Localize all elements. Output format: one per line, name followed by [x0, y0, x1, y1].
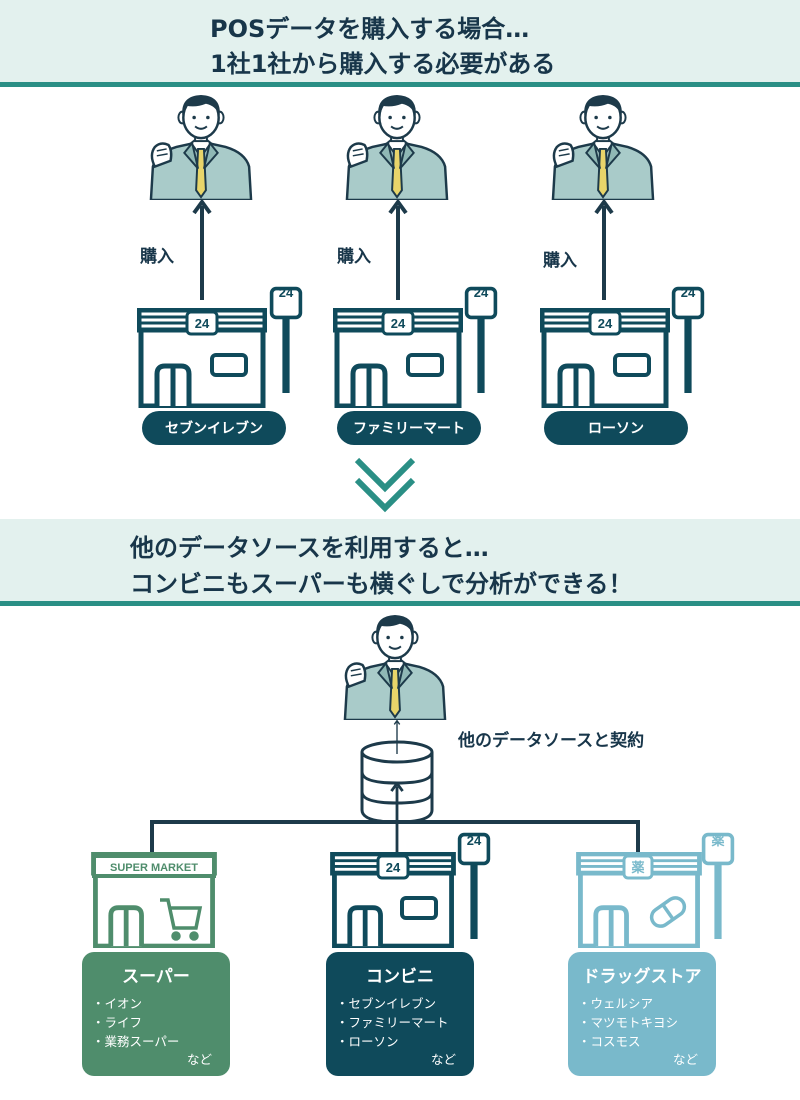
category-list: ・イオン ・ライフ ・業務スーパー — [92, 994, 179, 1051]
category-etc: など — [186, 1052, 212, 1067]
list-item: ・コスモス — [578, 1034, 641, 1049]
chevron-down-icon — [354, 457, 416, 513]
convenience-awning-sign-text: 24 — [386, 860, 401, 875]
top-banner-line1: POSデータを購入する場合… — [210, 15, 530, 43]
pill-icon — [649, 896, 687, 928]
convenience-store-pole — [460, 835, 489, 939]
pole-sign-text-3: 24 — [681, 285, 696, 300]
category-title: スーパー — [122, 967, 190, 987]
list-item: ・ファミリーマート — [336, 1015, 449, 1030]
connector-lines — [150, 820, 640, 852]
list-item: ・イオン — [92, 996, 143, 1011]
top-banner-rule — [0, 82, 800, 87]
store-pole-3 — [674, 289, 703, 393]
store-name-lawson: ローソン — [544, 411, 688, 445]
list-item: ・セブンイレブン — [336, 996, 437, 1011]
awning-sign-text-2: 24 — [391, 316, 406, 331]
category-card-drugstore: ドラッグストア ・ウェルシア ・マツモトキヨシ ・コスモス など — [568, 952, 716, 1076]
top-banner-line2: 1社1社から購入する必要がある — [210, 50, 556, 78]
awning-sign-2 — [381, 310, 415, 336]
supermarket-sign — [92, 854, 216, 878]
category-card-convenience: コンビニ ・セブンイレブン ・ファミリーマート ・ローソン など — [326, 952, 474, 1076]
store-window-2 — [406, 353, 444, 377]
list-item: ・業務スーパー — [92, 1034, 180, 1049]
top-banner: POSデータを購入する場合… 1社1社から購入する必要がある — [0, 0, 800, 87]
category-card-supermarket: スーパー ・イオン ・ライフ ・業務スーパー など — [82, 952, 230, 1076]
store-name-familymart: ファミリーマート — [337, 411, 481, 445]
purchase-label-1: 購入 — [140, 247, 174, 267]
bottom-banner-line1: 他のデータソースを利用すると… — [130, 534, 489, 562]
convenience-store-window — [400, 896, 438, 920]
pole-sign-text-1: 24 — [279, 285, 294, 300]
drugstore-pole — [704, 835, 733, 939]
awning-sign-text-3: 24 — [598, 316, 613, 331]
list-item: ・マツモトキヨシ — [578, 1015, 679, 1030]
awning-sign-3 — [588, 310, 622, 336]
awning-sign-text-1: 24 — [195, 316, 210, 331]
store-name-seven-eleven: セブンイレブン — [142, 411, 286, 445]
category-list: ・セブンイレブン ・ファミリーマート ・ローソン — [336, 994, 449, 1051]
pole-sign-text-2: 24 — [474, 285, 489, 300]
list-item: ・ライフ — [92, 1015, 143, 1030]
store-pole-2 — [467, 289, 496, 393]
drugstore-awning-sign — [622, 854, 654, 880]
contract-label: 他のデータソースと契約 — [458, 731, 645, 751]
list-item: ・ウェルシア — [578, 996, 654, 1011]
category-title: ドラッグストア — [582, 967, 702, 987]
purchase-arrow-1 — [194, 202, 210, 300]
bottom-banner-line2: コンビニもスーパーも横ぐしで分析ができる！ — [130, 570, 633, 598]
bottom-banner: 他のデータソースを利用すると… コンビニもスーパーも横ぐしで分析ができる！ — [0, 519, 800, 606]
buyer-person-3 — [551, 93, 655, 200]
category-list: ・ウェルシア ・マツモトキヨシ ・コスモス — [578, 994, 678, 1051]
purchase-arrow-2 — [390, 202, 406, 300]
drugstore-awning-sign-text: 薬 — [630, 860, 645, 876]
convenience-pole-sign-text: 24 — [467, 833, 482, 848]
category-title: コンビニ — [366, 967, 434, 987]
buyer-person-2 — [345, 93, 449, 200]
store-pole-1 — [272, 289, 301, 393]
supermarket-sign-text: SUPER MARKET — [110, 862, 198, 874]
awning-sign-1 — [185, 310, 219, 336]
category-etc: など — [672, 1052, 698, 1067]
convenience-awning-sign — [376, 854, 410, 880]
store-window-1 — [210, 353, 248, 377]
category-etc: など — [430, 1052, 456, 1067]
purchase-arrow-3 — [596, 202, 612, 300]
purchase-label-3: 購入 — [543, 251, 577, 271]
store-window-3 — [613, 353, 651, 377]
cart-icon — [160, 898, 203, 941]
bottom-banner-rule — [0, 601, 800, 606]
buyer-person-1 — [149, 93, 253, 200]
drugstore-pole-sign-text: 薬 — [710, 833, 725, 849]
analyst-person — [343, 613, 447, 720]
purchase-label-2: 購入 — [337, 247, 371, 267]
list-item: ・ローソン — [336, 1034, 399, 1049]
